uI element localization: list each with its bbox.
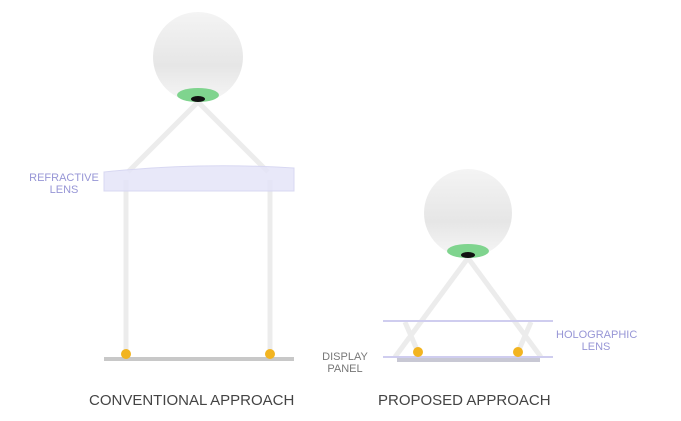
conventional-pupil-icon	[191, 96, 205, 102]
proposed-pupil-icon	[461, 252, 475, 258]
conventional-iris-icon	[177, 88, 219, 102]
proposed-display-panel	[397, 358, 540, 362]
conventional-light-rays	[123, 100, 273, 352]
refractive-lens-label-line2: LENS	[49, 184, 79, 196]
holographic-lens-label: HOLOGRAPHIC LENS	[556, 329, 638, 353]
proposed-light-rays	[392, 256, 544, 359]
display-panel-label-line1: DISPLAY	[322, 351, 368, 363]
proposed-approach-caption: PROPOSED APPROACH	[378, 392, 551, 409]
refractive-lens-label-line1: REFRACTIVE	[29, 172, 99, 184]
display-panel-label-line2: PANEL	[327, 363, 363, 375]
proposed-light-source-right-icon	[513, 347, 523, 357]
display-panel-label: DISPLAY PANEL	[313, 351, 377, 375]
conventional-eye-icon	[153, 12, 243, 102]
conventional-light-source-left-icon	[121, 349, 131, 359]
proposed-eye-icon	[424, 169, 512, 257]
conventional-light-source-right-icon	[265, 349, 275, 359]
refractive-lens-shape	[103, 165, 295, 192]
conventional-display-panel	[104, 357, 294, 361]
proposed-light-source-left-icon	[413, 347, 423, 357]
conventional-approach-caption: CONVENTIONAL APPROACH	[89, 392, 295, 409]
holographic-lens-label-line2: LENS	[581, 341, 611, 353]
proposed-iris-icon	[447, 244, 489, 258]
refractive-lens-label: REFRACTIVE LENS	[24, 172, 104, 196]
holographic-lens-label-line1: HOLOGRAPHIC	[556, 329, 638, 341]
